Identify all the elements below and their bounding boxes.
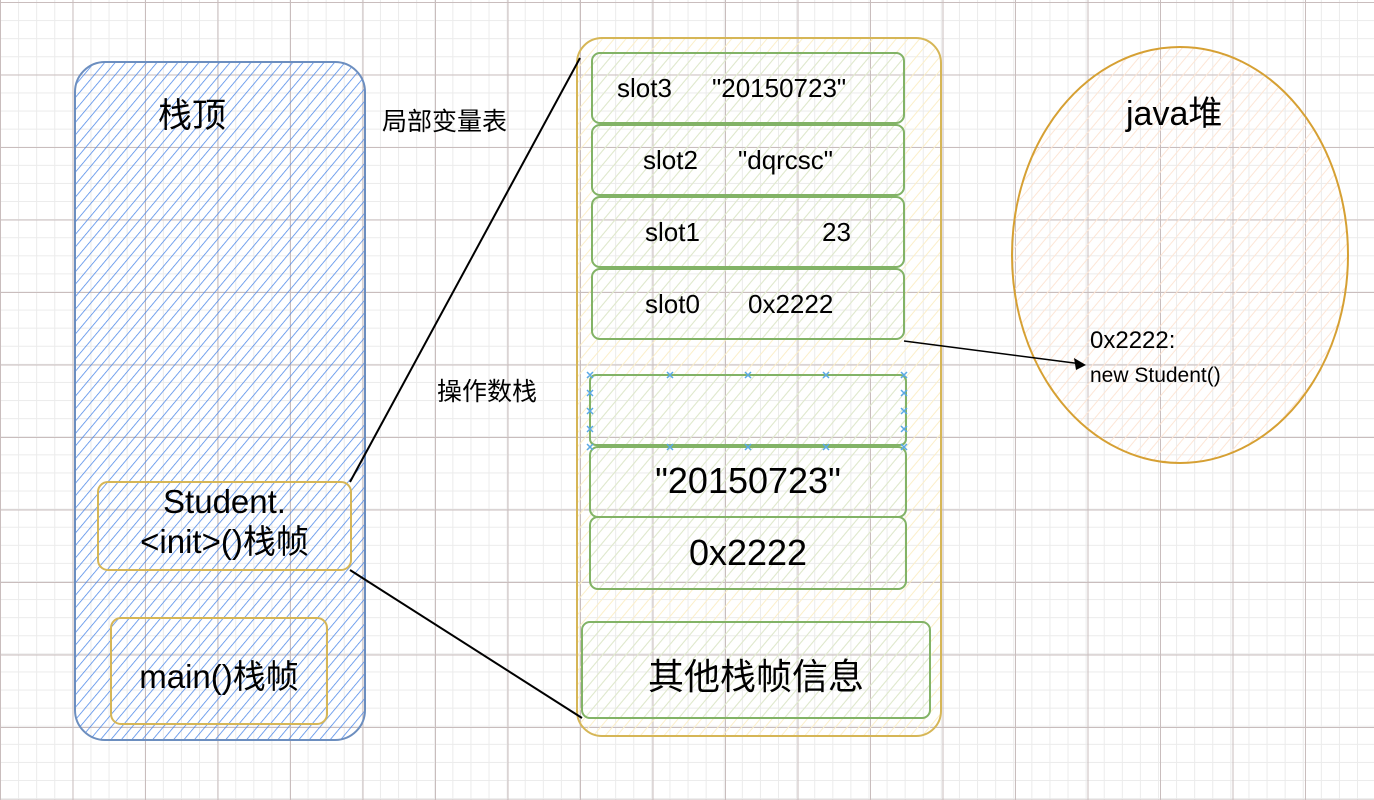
java-heap-ellipse (1011, 46, 1349, 464)
operand-value-0: "20150723" (655, 460, 841, 501)
init-frame[interactable]: Student. <init>()栈帧 (98, 482, 351, 562)
operand-empty-box (589, 374, 907, 446)
arrow-head-icon (1074, 358, 1086, 370)
slot3-name: slot3 (617, 73, 672, 103)
init-frame-line1: Student. (163, 483, 286, 520)
stack-top-label: 栈顶 (158, 97, 226, 135)
slot2-name: slot2 (643, 145, 698, 175)
slot0-name: slot0 (645, 289, 700, 319)
java-heap-title: java堆 (1126, 95, 1223, 133)
init-frame-box (97, 481, 352, 571)
heap-object-address: 0x2222: (1090, 327, 1176, 354)
slot1-value: 23 (822, 217, 851, 247)
jvm-stack-box (74, 61, 366, 741)
operand-value-1: 0x2222 (688, 532, 808, 573)
slot0-value: 0x2222 (748, 289, 834, 319)
heap-object: new Student() (1090, 364, 1221, 387)
slot0-box (591, 268, 905, 340)
slot1-box (591, 196, 905, 268)
slot1-name: slot1 (645, 217, 700, 247)
slot3-value: "20150723" (712, 73, 847, 103)
slot3-box (591, 52, 905, 124)
selection-handles (586, 371, 908, 451)
other-frame-info: 其他栈帧信息 (647, 656, 864, 697)
connector-bottom (349, 569, 583, 719)
slot2-value: "dqrcsc" (738, 145, 834, 175)
main-frame[interactable]: main()栈帧 (139, 658, 299, 695)
main-frame-box (110, 617, 328, 725)
connector-top (349, 57, 581, 483)
local-var-table-label: 局部变量表 (382, 108, 508, 136)
init-frame-line2: <init>()栈帧 (140, 523, 309, 560)
reference-arrow (903, 340, 1083, 365)
other-info-box (581, 621, 931, 719)
operand-stack-label: 操作数栈 (437, 378, 538, 406)
operand-box-1 (589, 516, 907, 590)
slot2-box (591, 124, 905, 196)
